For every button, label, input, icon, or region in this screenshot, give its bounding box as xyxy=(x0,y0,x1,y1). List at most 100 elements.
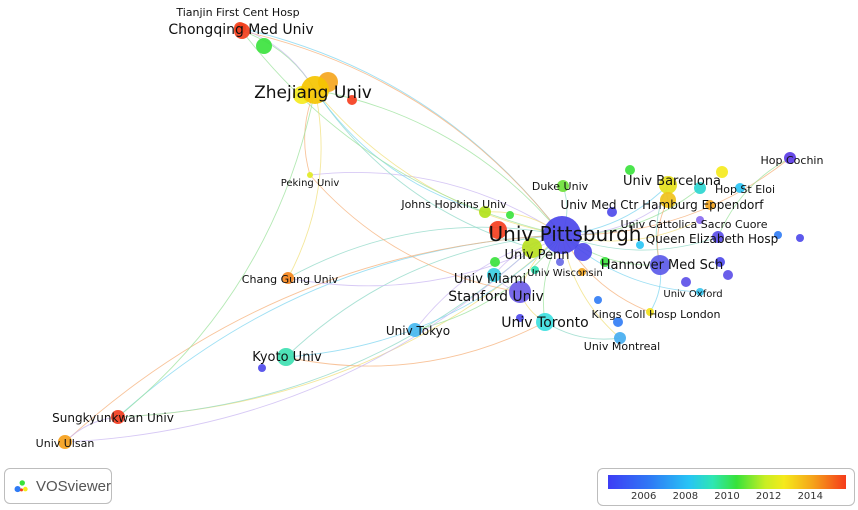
network-node xyxy=(594,296,602,304)
network-node xyxy=(696,288,704,296)
network-link xyxy=(314,89,563,236)
node-label: Univ Wisconsin xyxy=(527,268,602,279)
network-link xyxy=(64,247,533,443)
network-node xyxy=(489,221,507,239)
node-label: Univ Miami xyxy=(454,272,526,287)
network-link xyxy=(717,157,791,238)
network-node xyxy=(712,231,724,243)
node-label: Kyoto Univ xyxy=(252,350,322,365)
node-label: Univ Med Ctr Hamburg Eppendorf xyxy=(560,198,764,212)
brand-name: VOSviewer xyxy=(35,477,111,495)
network-node xyxy=(715,257,725,267)
network-node xyxy=(58,435,72,449)
node-label: Univ Toronto xyxy=(501,315,588,331)
node-label: Univ Tokyo xyxy=(386,324,450,338)
node-label: Hop St Eloi xyxy=(715,183,775,196)
network-link xyxy=(309,174,521,293)
node-label: Tianjin First Cent Hosp xyxy=(175,6,299,19)
node-label: Zhejiang Univ xyxy=(254,83,372,103)
network-link xyxy=(309,171,563,236)
network-link xyxy=(285,234,563,358)
network-node xyxy=(111,410,125,424)
legend-tick: 2014 xyxy=(797,491,824,502)
network-node xyxy=(301,76,329,104)
network-node xyxy=(784,152,796,164)
legend-tick: 2010 xyxy=(714,491,740,502)
network-node xyxy=(574,243,592,261)
network-node xyxy=(531,266,539,274)
network-node xyxy=(543,216,581,254)
network-node xyxy=(487,268,501,282)
network-node xyxy=(479,206,491,218)
network-node xyxy=(516,314,524,322)
node-label: Hannover Med Sch xyxy=(601,258,724,273)
network-node xyxy=(659,176,677,194)
node-label: Duke Univ xyxy=(532,180,589,193)
network-node xyxy=(636,241,644,249)
network-node xyxy=(578,268,586,276)
network-node xyxy=(282,272,294,284)
vosviewer-icon xyxy=(14,480,28,493)
network-node xyxy=(650,255,670,275)
network-node xyxy=(256,38,272,54)
network-node xyxy=(614,332,626,344)
node-label: Chongqing Med Univ xyxy=(168,22,313,38)
network-node xyxy=(646,308,654,316)
node-label: Queen Elizabeth Hosp xyxy=(646,232,779,246)
network-node xyxy=(347,95,357,105)
network-node xyxy=(660,192,676,208)
network-node xyxy=(716,166,728,178)
network-node xyxy=(234,23,250,39)
network-link xyxy=(64,234,563,443)
node-label: Univ Barcelona xyxy=(623,174,721,189)
network-node xyxy=(723,270,733,280)
network-node xyxy=(607,207,617,217)
network-link xyxy=(314,89,486,213)
node-layer xyxy=(58,22,804,449)
network-link xyxy=(287,226,563,279)
network-node xyxy=(557,180,569,192)
network-node xyxy=(490,257,500,267)
network-node xyxy=(705,200,715,210)
network-link xyxy=(117,89,316,418)
network-node xyxy=(258,364,266,372)
network-link xyxy=(285,321,546,367)
network-node xyxy=(694,182,706,194)
node-label: Peking Univ xyxy=(281,178,340,189)
network-link xyxy=(561,157,791,236)
network-node xyxy=(509,281,531,303)
network-link xyxy=(285,234,563,358)
network-link xyxy=(241,30,563,236)
legend-tick: 2006 xyxy=(630,491,657,502)
legend-tick: 2008 xyxy=(672,491,699,502)
network-node xyxy=(600,257,610,267)
network-node xyxy=(735,183,745,193)
network-node xyxy=(506,211,514,219)
node-label: Univ Pittsburgh xyxy=(489,222,642,246)
node-label: Univ Cattolica Sacro Cuore xyxy=(621,218,768,231)
node-label: Univ Oxford xyxy=(663,289,722,300)
network-link xyxy=(241,30,563,236)
network-node xyxy=(277,348,295,366)
network-link xyxy=(287,89,322,279)
network-node xyxy=(681,277,691,287)
legend-gradient-bar xyxy=(608,475,846,489)
year-color-legend: 2006 2008 2010 2012 2014 xyxy=(597,468,855,506)
network-node xyxy=(522,238,542,258)
node-label: Univ Penn xyxy=(504,248,569,263)
network-node xyxy=(536,313,554,331)
legend-tick: 2012 xyxy=(755,491,782,502)
node-label: Univ Montreal xyxy=(584,340,660,353)
vosviewer-logo: VOSviewer xyxy=(4,468,112,504)
network-node xyxy=(796,234,804,242)
legend-ticks: 2006 2008 2010 2012 2014 xyxy=(608,491,846,505)
network-node xyxy=(307,172,313,178)
node-label: Stanford Univ xyxy=(448,289,543,305)
network-node xyxy=(774,231,782,239)
node-label: Chang Gung Univ xyxy=(242,273,339,286)
network-node xyxy=(408,323,422,337)
node-label: Kings Coll Hosp London xyxy=(591,308,720,321)
node-label: Hop Cochin xyxy=(761,154,824,167)
